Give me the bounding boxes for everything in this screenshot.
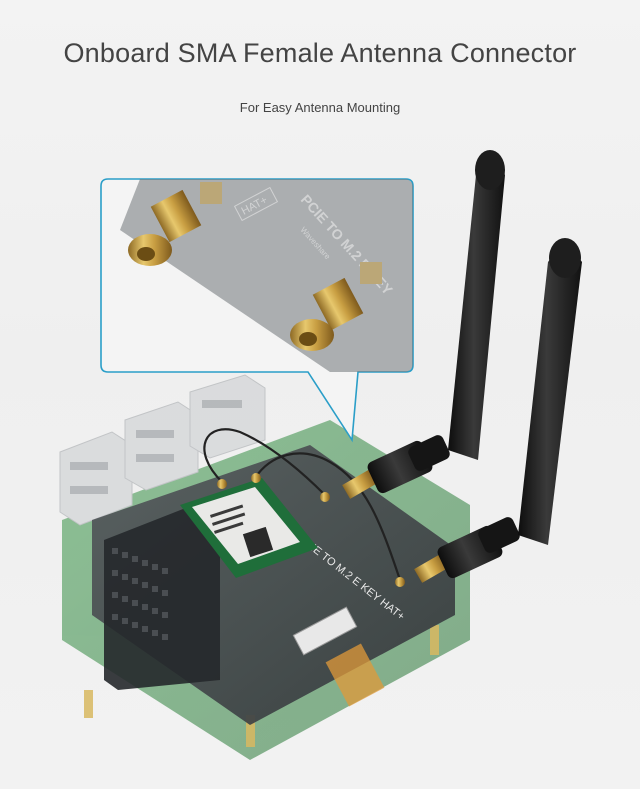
antenna-right (437, 238, 582, 579)
qr-code (242, 526, 274, 558)
sma-connector-upper (342, 469, 378, 499)
standoffs (84, 625, 439, 747)
zoom-callout: PCIE TO M.2 E KEY HAT+ Waveshare (100, 178, 414, 443)
ribbon-cable (325, 643, 385, 707)
hat-badge-box (233, 186, 279, 222)
ufl-cables (203, 428, 402, 581)
fpc-connector (292, 606, 358, 656)
antenna-left (367, 150, 505, 494)
gpio-header (104, 500, 220, 690)
m2-wifi-module (180, 478, 318, 578)
zoom-sma-connector-lower (290, 277, 364, 351)
zoom-sma-connector-upper (128, 189, 202, 266)
headline: Onboard SMA Female Antenna Connector (63, 38, 577, 68)
pcie-m2-hat-board: PCIE TO M.2 E KEY HAT+ (92, 445, 455, 725)
subheadline: For Easy Antenna Mounting (239, 100, 401, 115)
